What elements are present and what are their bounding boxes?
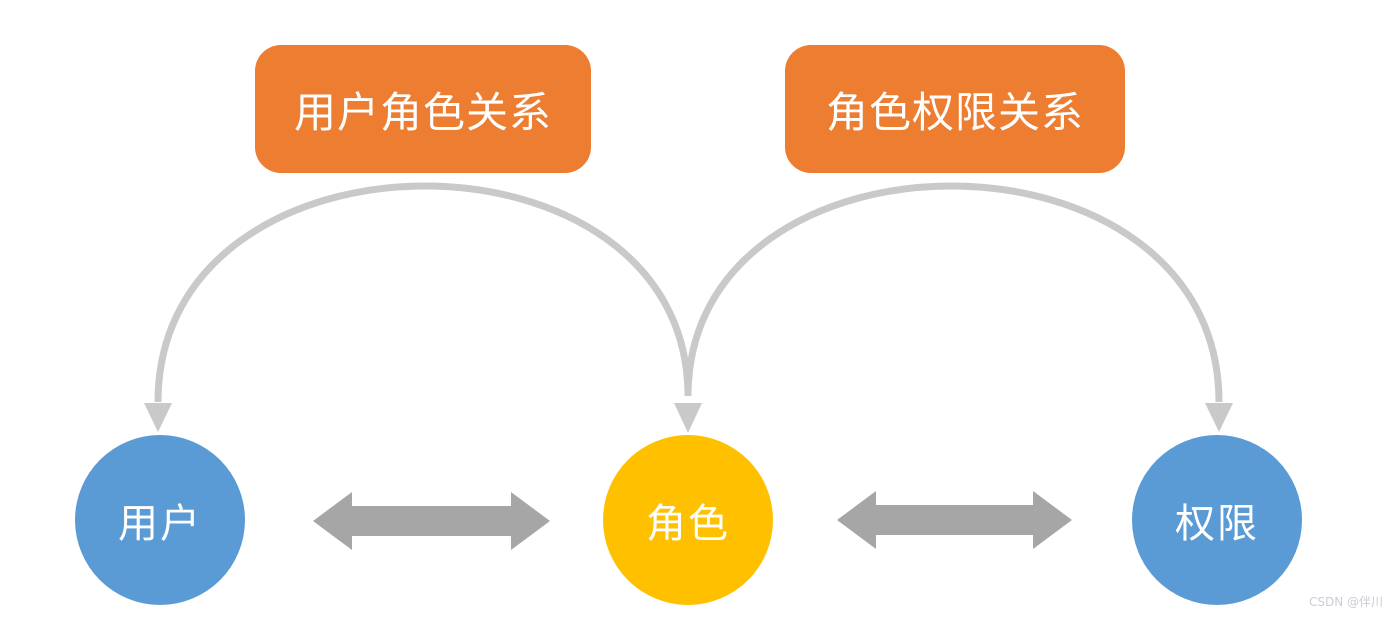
arrowhead-into-role-icon	[674, 403, 702, 433]
entity-circle-role: 角色	[603, 435, 773, 605]
arrowhead-into-permission-icon	[1205, 403, 1233, 432]
entity-circle-permission: 权限	[1132, 435, 1302, 605]
entity-circle-user: 用户	[75, 435, 245, 605]
relation-box-role-permission: 角色权限关系	[785, 45, 1125, 173]
double-arrow-role-permission	[837, 491, 1072, 549]
arrowhead-into-user-icon	[144, 403, 172, 432]
watermark: CSDN @伴川	[1308, 595, 1383, 609]
double-arrow-user-role	[313, 492, 550, 550]
curved-arrow-user-role	[154, 182, 692, 403]
curved-arrow-role-permission	[684, 182, 1223, 403]
relation-box-user-role: 用户角色关系	[255, 45, 591, 173]
